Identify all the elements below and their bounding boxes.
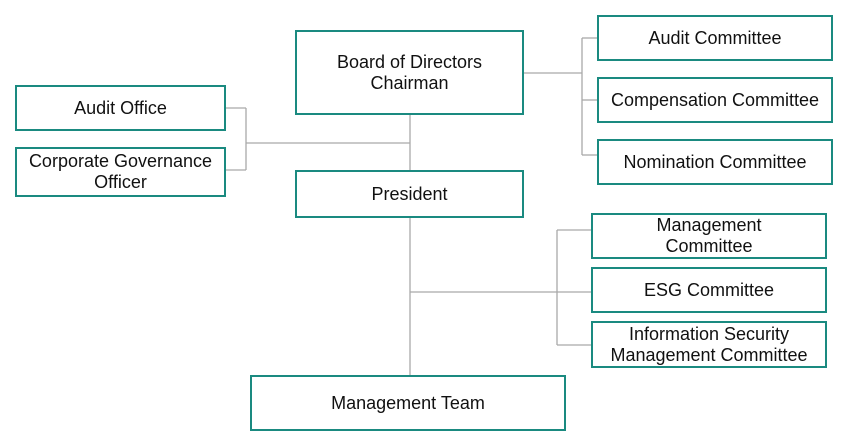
president-label: President [371,183,448,204]
compensation-committee-label: Compensation Committee [610,89,820,110]
infosec-committee-line2: Management Committee [610,344,808,365]
governance-officer-box: Corporate Governance Officer [15,147,226,197]
nomination-committee-box: Nomination Committee [597,139,833,185]
infosec-committee-box: Information Security Management Committe… [591,321,827,368]
governance-officer-line2: Officer [94,172,147,192]
esg-committee-box: ESG Committee [591,267,827,313]
board-title: Board of Directors [336,51,483,72]
president-box: President [295,170,524,218]
management-team-box: Management Team [250,375,566,431]
compensation-committee-box: Compensation Committee [597,77,833,123]
board-of-directors-box: Board of Directors Chairman [295,30,524,115]
governance-officer-line1: Corporate Governance [28,151,213,171]
management-committee-line2: Committee [665,236,753,256]
esg-committee-label: ESG Committee [643,279,775,300]
audit-committee-box: Audit Committee [597,15,833,61]
board-subtitle: Chairman [370,72,449,93]
management-team-label: Management Team [331,392,485,413]
nomination-committee-label: Nomination Committee [623,151,807,172]
audit-office-label: Audit Office [74,97,167,118]
management-committee-line1: Management [656,215,762,235]
audit-committee-label: Audit Committee [648,27,782,48]
management-committee-box: Management Committee [591,213,827,259]
infosec-committee-line1: Information Security [628,323,790,344]
audit-office-box: Audit Office [15,85,226,131]
